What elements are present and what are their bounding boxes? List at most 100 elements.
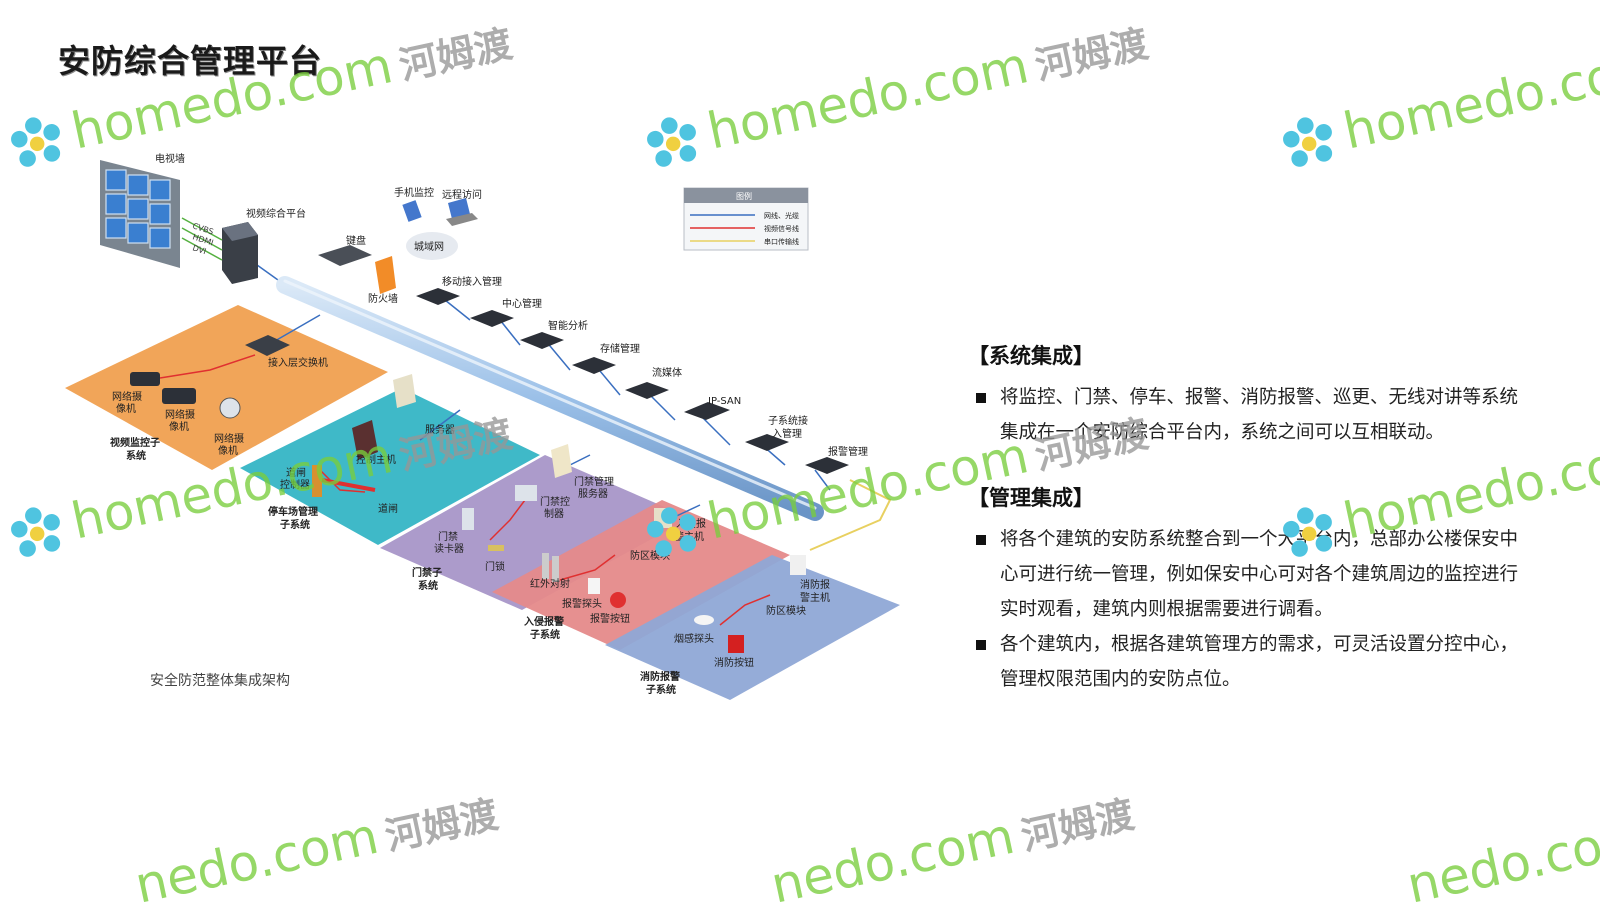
label-camera-3a: 网络摄 — [214, 432, 244, 445]
architecture-diagram: 电视墙 视频综合平台 CVBS HDMI DVI 键盘 手机监控 远程访问 城域… — [65, 152, 900, 700]
label-camera-1b: 像机 — [116, 402, 136, 415]
label-alarm-button: 报警按钮 — [590, 612, 630, 625]
label-camera-2b: 像机 — [169, 420, 189, 433]
zone-parking — [240, 388, 540, 545]
label-gate-controller-2: 控制器 — [280, 478, 310, 491]
label-intrusion-host-1: 入侵报 — [676, 517, 706, 530]
camera-icons — [130, 372, 241, 419]
label-video-subsystem-2: 系统 — [126, 449, 146, 462]
diagram-caption: 安全防范整体集成架构 — [150, 673, 290, 689]
barrier-icon — [312, 465, 376, 497]
label-mobile-access-mgmt: 移动接入管理 — [442, 275, 502, 288]
bullet-item: 各个建筑内，根据各建筑管理方的需求，可灵活设置分控中心，管理权限范围内的安防点位… — [968, 627, 1528, 697]
laptop-icon — [446, 198, 478, 226]
label-wan: 城域网 — [414, 240, 444, 253]
label-subsystem-access-1: 子系统接 — [768, 414, 808, 427]
bullet-item: 将各个建筑的安防系统整合到一个大平台内，总部办公楼保安中心可进行统一管理，例如保… — [968, 522, 1528, 627]
keyboard-icon — [318, 245, 372, 266]
legend-item-1: 网线、光缆 — [764, 211, 799, 220]
tv-wall-icon — [100, 160, 180, 268]
watermark-brand: nedo.com — [130, 806, 384, 915]
label-port-dvi: DVI — [191, 243, 207, 256]
parking-server-icon — [393, 374, 416, 408]
intrusion-host-icon — [654, 508, 672, 528]
label-zone-module-1: 防区模块 — [630, 549, 670, 562]
watermark-brand: nedo.com — [766, 806, 1020, 915]
legend-item-2: 视频信号线 — [764, 224, 799, 233]
server-boxes — [416, 288, 849, 474]
label-door-lock: 门锁 — [485, 560, 505, 573]
alarm-detector-icon — [588, 578, 600, 594]
label-smoke-detector: 烟感探头 — [674, 632, 714, 645]
label-access-server-1: 门禁管理 — [574, 475, 614, 488]
label-fire-host-2: 警主机 — [800, 591, 830, 604]
section-management-integration: 【管理集成】 将各个建筑的安防系统整合到一个大平台内，总部办公楼保安中心可进行统… — [968, 482, 1528, 697]
label-ip-san: IP-SAN — [708, 396, 741, 407]
label-intrusion-subsystem-1: 入侵报警 — [524, 615, 564, 628]
label-barrier: 道闸 — [378, 502, 398, 515]
label-fire-subsystem-2: 子系统 — [646, 683, 676, 696]
label-access-subsystem-2: 系统 — [418, 579, 438, 592]
label-camera-3b: 像机 — [218, 444, 238, 457]
label-mobile-monitor: 手机监控 — [394, 186, 434, 199]
watermark: nedo.com — [1402, 807, 1600, 916]
zone-access — [380, 455, 690, 610]
label-alarm-detector: 报警探头 — [562, 597, 602, 610]
watermark-cn: 河姆渡 — [1031, 21, 1153, 89]
label-camera-2a: 网络摄 — [165, 408, 195, 421]
bullet-item: 将监控、门禁、停车、报警、消防报警、巡更、无线对讲等系统集成在一个安防综合平台内… — [968, 380, 1528, 450]
section-system-integration: 【系统集成】 将监控、门禁、停车、报警、消防报警、巡更、无线对讲等系统集成在一个… — [968, 340, 1528, 450]
label-remote-access: 远程访问 — [442, 188, 482, 201]
label-intrusion-host-2: 警主机 — [674, 530, 704, 543]
label-control-host: 控制主机 — [356, 453, 396, 466]
label-center-mgmt: 中心管理 — [502, 297, 542, 310]
label-card-reader-2: 读卡器 — [434, 542, 464, 555]
label-parking-subsystem-1: 停车场管理 — [268, 505, 318, 518]
cloud-icon — [406, 232, 458, 260]
smoke-detector-icon — [694, 615, 714, 625]
label-card-reader-1: 门禁 — [438, 530, 458, 543]
label-smart-analysis: 智能分析 — [548, 319, 588, 332]
access-switch-icon — [245, 335, 290, 356]
section-heading: 【管理集成】 — [968, 486, 1094, 510]
label-parking-subsystem-2: 子系统 — [280, 518, 310, 531]
zone-video-monitor — [65, 305, 388, 470]
network-backbone — [276, 276, 824, 521]
label-parking-server: 服务器 — [425, 423, 455, 436]
label-access-controller-2: 制器 — [544, 507, 564, 520]
legend — [683, 187, 809, 251]
door-lock-icon — [488, 545, 504, 551]
watermark-brand: nedo.com — [1402, 806, 1600, 915]
label-video-platform: 视频综合平台 — [246, 207, 306, 220]
label-alarm-mgmt: 报警管理 — [828, 445, 868, 458]
access-server-icon — [551, 444, 572, 478]
firewall-icon — [375, 256, 396, 294]
label-zone-module-2: 防区模块 — [766, 604, 806, 617]
section-heading: 【系统集成】 — [968, 344, 1094, 368]
card-reader-icon — [462, 508, 474, 530]
text-sections: 【系统集成】 将监控、门禁、停车、报警、消防报警、巡更、无线对讲等系统集成在一个… — [968, 340, 1528, 729]
label-streaming: 流媒体 — [652, 366, 682, 379]
video-platform-icon — [222, 222, 258, 284]
label-access-switch: 接入层交换机 — [268, 356, 328, 369]
fire-button-icon — [728, 635, 744, 653]
watermark: nedo.com河姆渡 — [130, 792, 502, 916]
zone-fire — [605, 555, 900, 700]
watermark-cn: 河姆渡 — [1017, 792, 1138, 859]
control-host-icon — [352, 420, 378, 460]
label-fire-button: 消防按钮 — [714, 656, 754, 669]
mobile-icon — [402, 200, 422, 222]
alarm-button-icon — [610, 592, 626, 608]
watermark: homedo.co — [1272, 46, 1600, 182]
watermark: nedo.com河姆渡 — [766, 792, 1138, 916]
legend-title: 图例 — [736, 191, 752, 201]
access-controller-icon — [515, 485, 537, 501]
label-ir-beam: 红外对射 — [530, 577, 570, 590]
ir-beam-icon — [542, 553, 559, 582]
label-subsystem-access-2: 入管理 — [772, 427, 802, 440]
label-fire-subsystem-1: 消防报警 — [640, 670, 680, 683]
label-camera-1a: 网络摄 — [112, 390, 142, 403]
flower-logo-icon — [1282, 116, 1333, 167]
label-fire-host-1: 消防报 — [800, 578, 830, 591]
label-access-server-2: 服务器 — [578, 487, 608, 500]
